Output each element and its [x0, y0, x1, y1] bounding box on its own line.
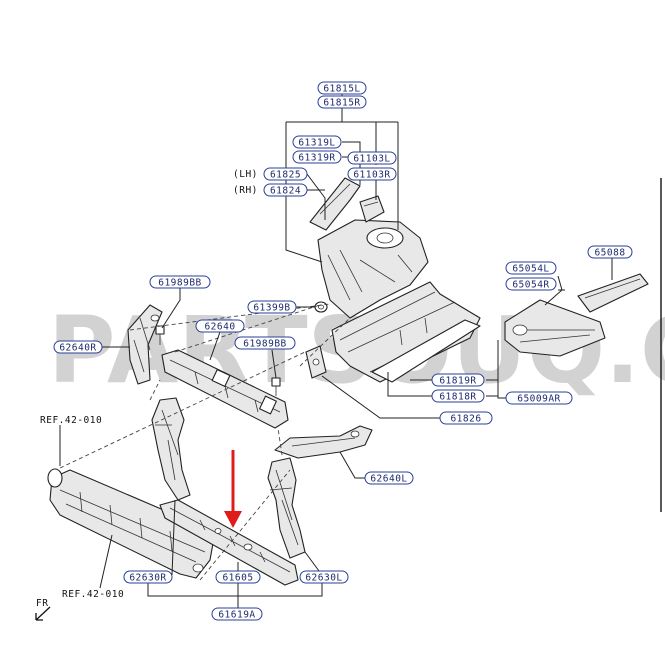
svg-text:61989BB: 61989BB [243, 339, 287, 350]
svg-text:61399B: 61399B [253, 303, 290, 314]
callout-61103r[interactable]: 61103R [347, 167, 397, 181]
callout-65054r[interactable]: 65054R [505, 277, 557, 291]
nut-part [314, 301, 328, 313]
svg-text:61824: 61824 [270, 186, 301, 197]
callout-61815r[interactable]: 61815R [317, 95, 367, 109]
lower-radiator-support-part [159, 499, 299, 586]
side-label-lh: (LH) [233, 169, 258, 180]
callout-62640[interactable]: 62640 [195, 319, 245, 333]
svg-text:61989BB: 61989BB [158, 278, 202, 289]
svg-text:(RH): (RH) [233, 185, 258, 196]
upper-radiator-support-part [161, 349, 289, 429]
callout-61989bb-top[interactable]: 61989BB [149, 275, 211, 289]
callout-61824[interactable]: 61824 [263, 183, 308, 197]
callout-61815l[interactable]: 61815L [317, 81, 367, 95]
callout-65009ar[interactable]: 65009AR [505, 391, 573, 405]
side-label-rh: (RH) [233, 185, 258, 196]
callout-62640l[interactable]: 62640L [364, 471, 414, 485]
callout-61605[interactable]: 61605 [215, 570, 261, 584]
callout-61825[interactable]: 61825 [263, 167, 308, 181]
svg-text:62640L: 62640L [370, 474, 407, 485]
svg-text:65088: 65088 [594, 248, 625, 259]
svg-text:(LH): (LH) [233, 169, 258, 180]
svg-text:65009AR: 65009AR [517, 394, 561, 405]
right-side-bracket-part [127, 304, 163, 385]
red-arrow-icon [224, 450, 242, 528]
rear-rail-part [577, 273, 649, 313]
callout-61818r[interactable]: 61818R [431, 389, 485, 403]
right-vertical-support-part [151, 397, 191, 501]
svg-text:61825: 61825 [270, 170, 301, 181]
front-side-member-part [331, 281, 481, 383]
callout-65088[interactable]: 65088 [587, 245, 633, 259]
callout-61319r[interactable]: 61319R [292, 150, 342, 164]
svg-text:65054R: 65054R [512, 280, 549, 291]
bumper-end-cap [47, 468, 63, 488]
svg-text:61605: 61605 [222, 573, 253, 584]
wheel-house-part [317, 219, 429, 319]
small-bracket-part [305, 345, 327, 379]
bumper-reinforcement-part [47, 468, 216, 579]
svg-text:61319L: 61319L [298, 138, 335, 149]
svg-text:62630L: 62630L [305, 573, 342, 584]
callout-61103l[interactable]: 61103L [347, 151, 397, 165]
svg-text:61619A: 61619A [218, 610, 255, 621]
svg-text:62630R: 62630R [129, 573, 166, 584]
svg-text:61103L: 61103L [353, 154, 390, 165]
assembly-dashed-lines [59, 303, 351, 581]
front-marker: FR [35, 598, 51, 621]
left-side-bracket-part [274, 425, 373, 459]
svg-text:65054L: 65054L [512, 264, 549, 275]
svg-text:61103R: 61103R [353, 170, 390, 181]
leader-lines [59, 94, 613, 608]
svg-text:61818R: 61818R [439, 392, 476, 403]
svg-text:61819R: 61819R [439, 376, 476, 387]
callout-61826[interactable]: 61826 [439, 411, 493, 425]
callout-65054l[interactable]: 65054L [505, 261, 557, 275]
ref-label-top[interactable]: REF.42-010 [40, 415, 102, 426]
callout-62640r[interactable]: 62640R [53, 340, 103, 354]
svg-text:62640: 62640 [204, 322, 235, 333]
svg-text:61815R: 61815R [323, 98, 360, 109]
callout-62630l[interactable]: 62630L [299, 570, 349, 584]
svg-text:FR: FR [36, 598, 48, 609]
callout-61819r[interactable]: 61819R [431, 373, 485, 387]
svg-text:61815L: 61815L [323, 84, 360, 95]
svg-text:61826: 61826 [450, 414, 481, 425]
callout-61319l[interactable]: 61319L [292, 135, 342, 149]
left-vertical-support-part [267, 457, 306, 559]
callout-61989bb-mid[interactable]: 61989BB [234, 336, 296, 350]
svg-text:REF.42-010: REF.42-010 [62, 589, 124, 600]
callout-62630r[interactable]: 62630R [123, 570, 173, 584]
svg-text:62640R: 62640R [59, 343, 96, 354]
gusset-part [359, 195, 385, 223]
shock-bracket-part [504, 299, 606, 357]
ref-label-bottom[interactable]: REF.42-010 [62, 589, 124, 600]
svg-text:REF.42-010: REF.42-010 [40, 415, 102, 426]
front-arrow-icon [35, 606, 51, 621]
callout-61619a[interactable]: 61619A [211, 607, 263, 621]
callout-61399b[interactable]: 61399B [247, 300, 297, 314]
svg-text:61319R: 61319R [298, 153, 335, 164]
